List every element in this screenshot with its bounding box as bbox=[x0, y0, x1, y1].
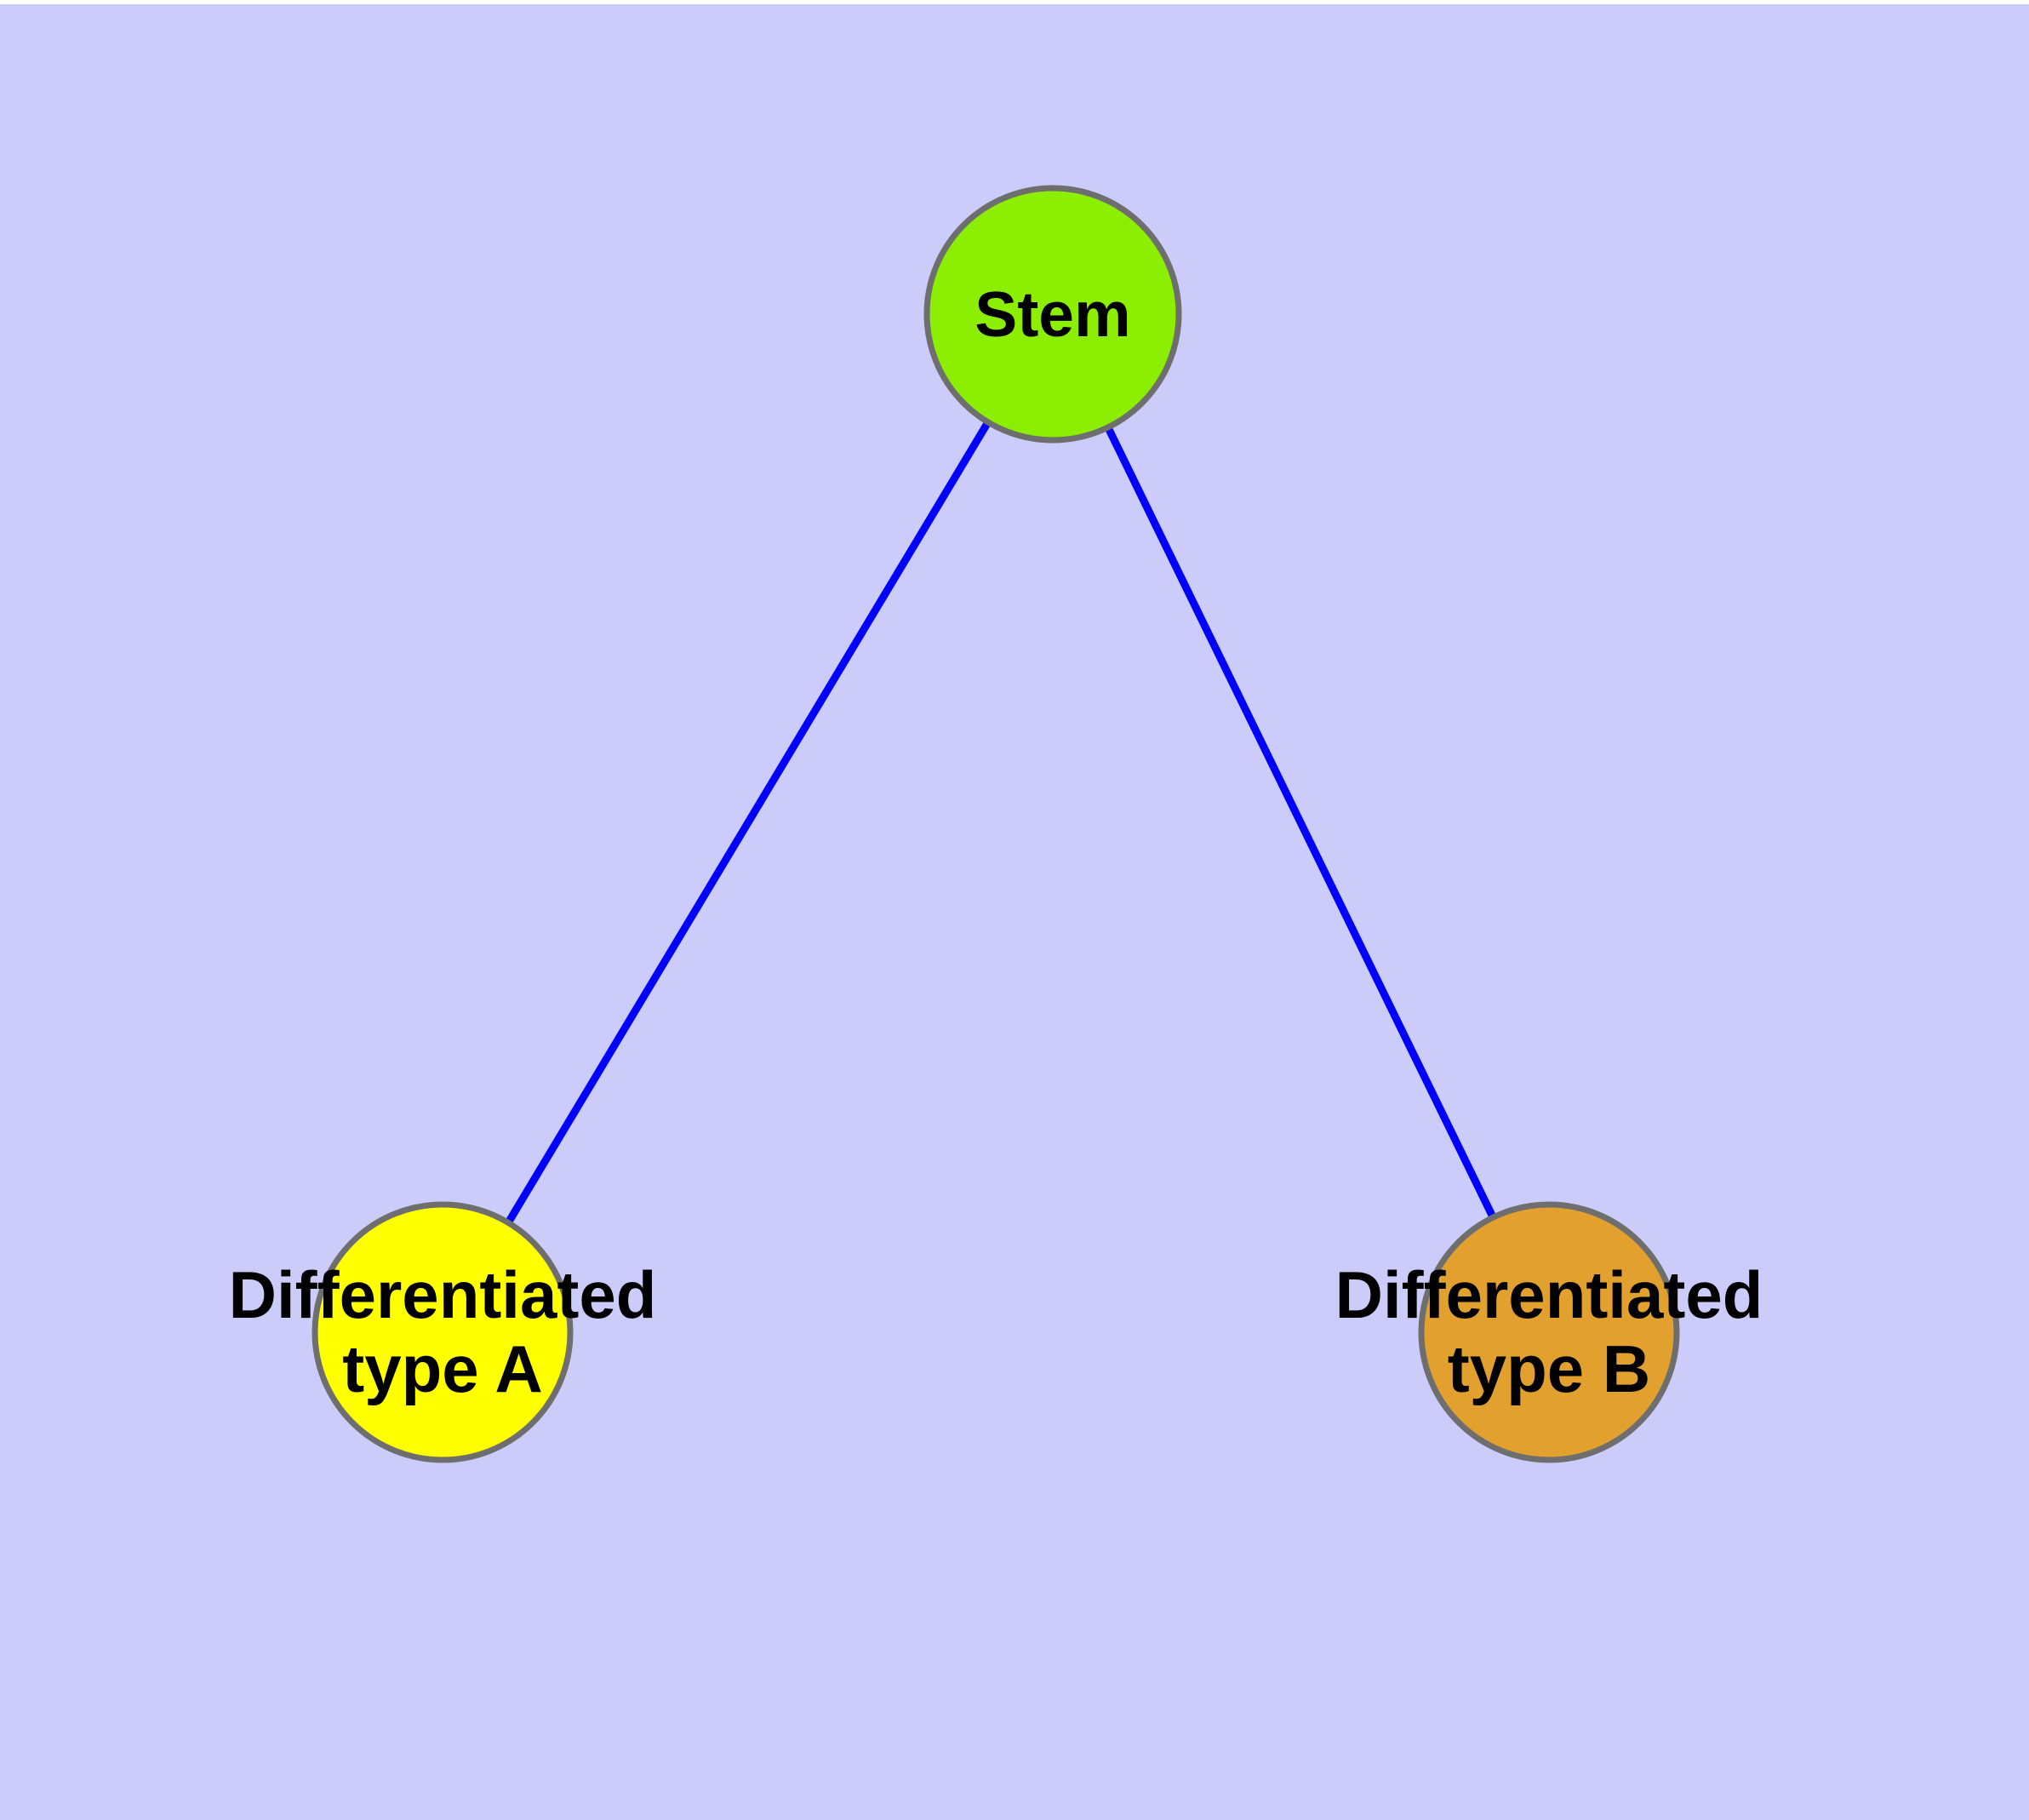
edge-stem-to-differentiated-type-a[interactable] bbox=[489, 395, 1007, 1250]
node-differentiated-type-b[interactable] bbox=[1418, 1201, 1680, 1463]
node-stem[interactable] bbox=[923, 185, 1182, 444]
node-differentiated-type-a[interactable] bbox=[311, 1201, 574, 1463]
edge-layer bbox=[489, 395, 1510, 1250]
node-layer bbox=[311, 185, 1680, 1463]
edge-stem-to-differentiated-type-b[interactable] bbox=[1091, 399, 1510, 1245]
